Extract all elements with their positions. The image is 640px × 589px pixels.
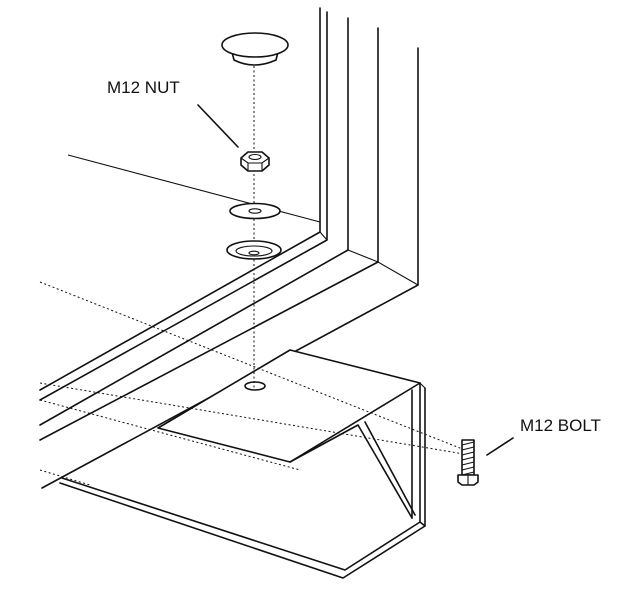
- cap-part: [221, 32, 289, 66]
- nut-part: [240, 151, 270, 172]
- alignment-lines: [39, 66, 471, 486]
- frame-profile: [39, 7, 419, 489]
- channel-bracket: [59, 349, 426, 579]
- bolt-part: [457, 439, 479, 486]
- bracket-bolt-hole: [244, 381, 266, 391]
- cup-washer: [226, 240, 282, 260]
- nut-leader-line: [197, 104, 239, 148]
- panel-edge-line: [67, 154, 321, 223]
- bolt-leader-line: [486, 437, 514, 456]
- nut-label: M12 NUT: [107, 78, 180, 97]
- flat-washer: [229, 202, 281, 220]
- bolt-label: M12 BOLT: [520, 416, 601, 435]
